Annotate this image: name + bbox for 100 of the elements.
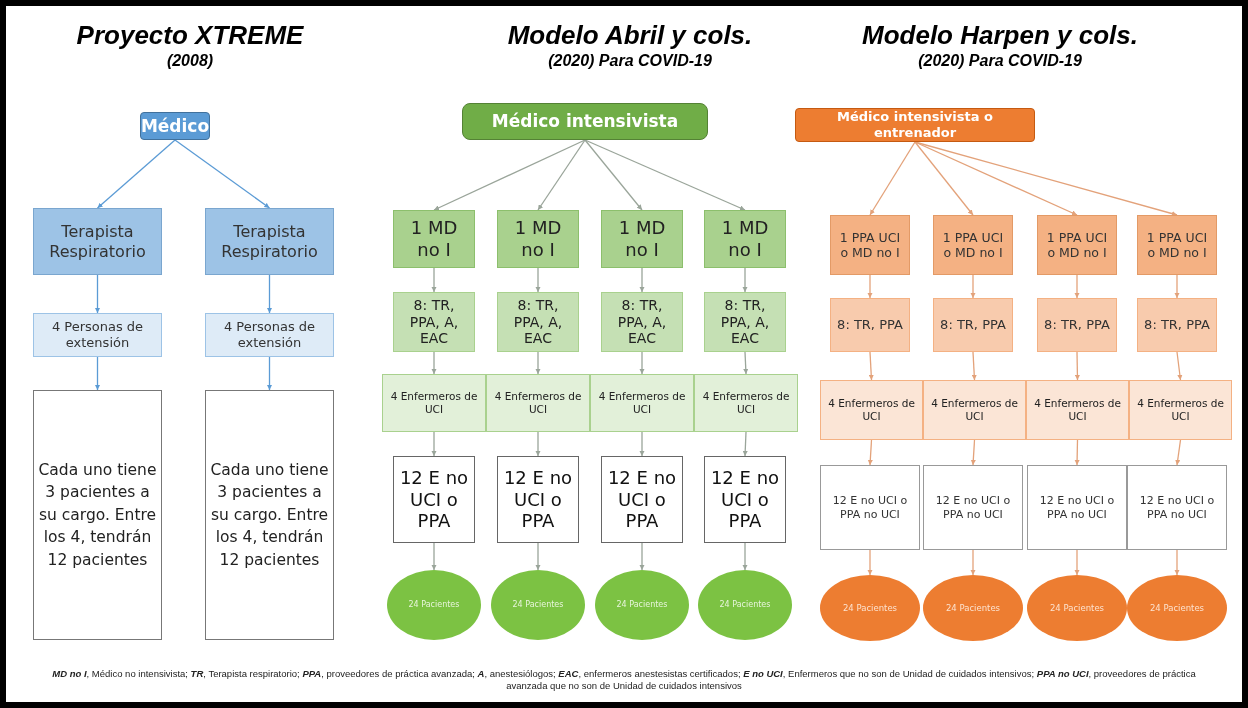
role-box: 12 E no UCI o PPA no UCI xyxy=(820,465,920,550)
arrow xyxy=(431,267,437,293)
model-title: Modelo Abril y cols. xyxy=(506,20,754,51)
arrow xyxy=(1176,351,1183,381)
role-box: 1 MD no I xyxy=(497,210,579,268)
arrow xyxy=(1074,439,1080,466)
role-box: Médico intensivista o entrenador xyxy=(795,108,1035,142)
arrow xyxy=(971,351,977,381)
arrow xyxy=(537,139,586,211)
role-box: 8: TR, PPA xyxy=(1037,298,1117,352)
arrow xyxy=(743,351,749,375)
arrow xyxy=(970,439,976,466)
patients-circle: 24 Pacientes xyxy=(923,575,1023,641)
patients-circle: 24 Pacientes xyxy=(820,575,920,641)
arrow xyxy=(914,141,1178,217)
model-title: Modelo Harpen y cols. xyxy=(861,20,1139,51)
arrow xyxy=(535,267,541,293)
role-box: 12 E no UCI o PPA xyxy=(601,456,683,543)
arrow xyxy=(431,351,437,375)
role-box: 4 Enfermeros de UCI xyxy=(820,380,923,440)
arrow xyxy=(970,274,976,299)
arrow xyxy=(639,267,645,293)
patients-circle: 24 Pacientes xyxy=(491,570,585,640)
patients-circle: 24 Pacientes xyxy=(1027,575,1127,641)
arrow xyxy=(869,141,916,216)
role-box: Terapista Respiratorio xyxy=(33,208,162,275)
role-box: 12 E no UCI o PPA xyxy=(393,456,475,543)
role-box: 4 Personas de extensión xyxy=(33,313,162,357)
role-box: Médico intensivista xyxy=(462,103,708,140)
role-box: 1 PPA UCI o MD no I xyxy=(1137,215,1217,275)
arrow xyxy=(1074,351,1080,381)
arrow xyxy=(535,431,541,457)
role-box: 4 Enfermeros de UCI xyxy=(590,374,694,432)
arrow xyxy=(1074,274,1080,299)
footnote: MD no I, Médico no intensivista; TR, Terapista respiratorio; PPA, proveedores de práctica avanzada; A, anestesiólogos; EAC, enfermeros anestesistas certificados; E no UCI, Enfermeros que no son de Unidad de cuidados intensivos; PPA no UCI, proveedores de práctica avanzada que no son de Unidad de cuidados intensivos xyxy=(51,668,1197,693)
role-box: 1 PPA UCI o MD no I xyxy=(1037,215,1117,275)
role-box: 1 PPA UCI o MD no I xyxy=(830,215,910,275)
arrow xyxy=(742,267,748,293)
model-subtitle: (2020) Para COVID-19 xyxy=(917,52,1083,70)
role-box: 8: TR, PPA, A, EAC xyxy=(601,292,683,352)
role-box: 12 E no UCI o PPA no UCI xyxy=(923,465,1023,550)
role-box: 8: TR, PPA, A, EAC xyxy=(704,292,786,352)
role-box: 12 E no UCI o PPA xyxy=(497,456,579,543)
patients-circle: 24 Pacientes xyxy=(387,570,481,640)
role-box: 12 E no UCI o PPA no UCI xyxy=(1027,465,1127,550)
arrow xyxy=(742,431,748,457)
arrow xyxy=(639,431,645,457)
arrow xyxy=(433,139,586,211)
role-box: 1 MD no I xyxy=(601,210,683,268)
role-box: 8: TR, PPA xyxy=(933,298,1013,352)
arrow xyxy=(1175,439,1182,466)
model-subtitle: (2008) xyxy=(165,52,215,70)
note-box: Cada uno tiene 3 pacientes a su cargo. Entre los 4, tendrán 12 pacientes xyxy=(33,390,162,640)
role-box: 4 Enfermeros de UCI xyxy=(923,380,1026,440)
note-box: Cada uno tiene 3 pacientes a su cargo. Entre los 4, tendrán 12 pacientes xyxy=(205,390,334,640)
arrow xyxy=(867,439,873,466)
arrow xyxy=(867,274,873,299)
arrow xyxy=(742,542,748,571)
arrow xyxy=(174,139,271,209)
role-box: 12 E no UCI o PPA no UCI xyxy=(1127,465,1227,550)
patients-circle: 24 Pacientes xyxy=(595,570,689,640)
arrow xyxy=(266,356,273,391)
role-box: 4 Enfermeros de UCI xyxy=(486,374,590,432)
arrow xyxy=(639,542,645,571)
arrow xyxy=(535,542,541,571)
arrow xyxy=(1174,549,1180,576)
arrow xyxy=(867,549,873,576)
arrow xyxy=(639,351,645,375)
model-subtitle: (2020) Para COVID-19 xyxy=(547,52,713,70)
role-box: 1 MD no I xyxy=(704,210,786,268)
arrow xyxy=(1074,549,1080,576)
arrow xyxy=(96,139,176,209)
arrow xyxy=(431,542,437,571)
patients-circle: 24 Pacientes xyxy=(1127,575,1227,641)
arrow xyxy=(431,431,437,457)
arrow xyxy=(1174,274,1180,299)
patients-circle: 24 Pacientes xyxy=(698,570,792,640)
arrow xyxy=(94,356,101,391)
role-box: Terapista Respiratorio xyxy=(205,208,334,275)
role-box: 4 Enfermeros de UCI xyxy=(1026,380,1129,440)
role-box: 4 Enfermeros de UCI xyxy=(1129,380,1232,440)
arrow xyxy=(266,274,273,314)
role-box: 8: TR, PPA xyxy=(1137,298,1217,352)
arrow xyxy=(94,274,101,314)
role-box: 12 E no UCI o PPA xyxy=(704,456,786,543)
role-box: Médico xyxy=(140,112,210,140)
arrow xyxy=(914,141,1078,216)
arrow xyxy=(584,139,746,211)
model-title: Proyecto XTREME xyxy=(75,20,305,51)
arrow xyxy=(970,549,976,576)
role-box: 1 MD no I xyxy=(393,210,475,268)
role-box: 4 Enfermeros de UCI xyxy=(694,374,798,432)
arrow xyxy=(868,351,874,381)
role-box: 8: TR, PPA, A, EAC xyxy=(393,292,475,352)
arrow xyxy=(535,351,541,375)
role-box: 1 PPA UCI o MD no I xyxy=(933,215,1013,275)
role-box: 4 Personas de extensión xyxy=(205,313,334,357)
arrow xyxy=(914,141,974,216)
role-box: 8: TR, PPA xyxy=(830,298,910,352)
arrow xyxy=(584,139,643,211)
